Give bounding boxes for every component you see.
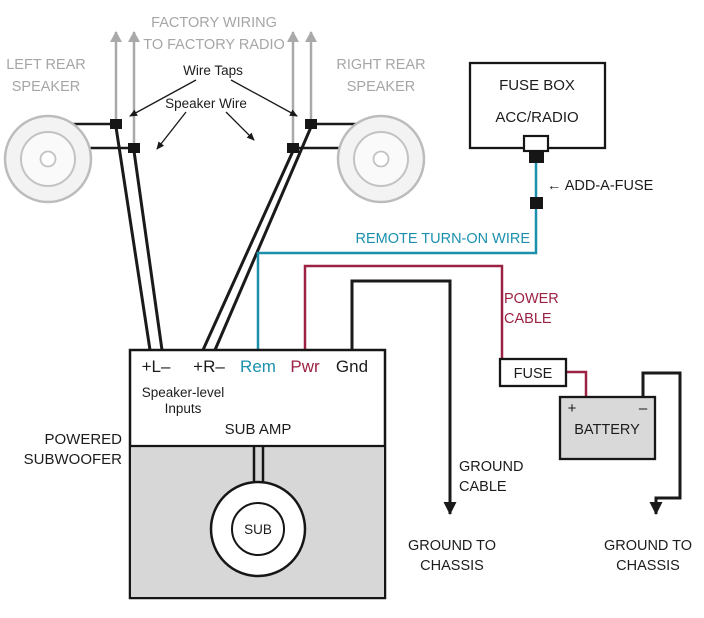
powered-subwoofer-label-line2: SUBWOOFER: [24, 451, 123, 468]
speaker-wire-pointer-right: [225, 111, 255, 141]
wire-taps-pointer-left: [129, 79, 197, 117]
wire-tap: [128, 143, 140, 153]
terminal-left: +L–: [142, 357, 171, 376]
power-cable-fuse-to-battery: [566, 370, 588, 399]
right-speaker-label-line2: SPEAKER: [347, 79, 416, 95]
speaker-wire-to-amp: [132, 150, 164, 351]
speaker-wire-to-amp: [114, 126, 152, 351]
speaker-wire-pointer-left: [156, 111, 187, 150]
sub-label: SUB: [244, 522, 272, 537]
power-cable-wire: [303, 264, 504, 362]
left-speaker-label-line2: SPEAKER: [12, 79, 81, 95]
speaker-wire-to-amp: [201, 150, 295, 351]
wire-tap: [287, 143, 299, 153]
ground-cable-wire: [350, 279, 457, 515]
battery-plus-terminal: +: [568, 400, 577, 417]
speaker-dustcap: [372, 150, 390, 168]
fuse-box-slot-label: ACC/RADIO: [495, 109, 578, 126]
fuse-box-title: FUSE BOX: [499, 77, 575, 94]
battery: + – BATTERY: [558, 395, 657, 461]
speaker-dustcap: [39, 150, 57, 168]
ground-to-chassis-left-line1: GROUND TO: [408, 538, 496, 554]
speaker-level-inputs-line1: Speaker-level: [142, 385, 225, 400]
inline-fuse: FUSE: [498, 357, 568, 388]
battery-label: BATTERY: [574, 422, 640, 438]
ground-cable-label-line2: CABLE: [459, 479, 507, 495]
terminal-rem: Rem: [240, 357, 276, 376]
terminal-right: +R–: [193, 357, 225, 376]
right-rear-speaker: [336, 114, 426, 204]
add-a-fuse-connector: [529, 150, 544, 163]
wire-taps-pointer-right: [230, 79, 298, 117]
factory-wiring-arrows: [110, 31, 317, 143]
wire-tap: [110, 119, 122, 129]
wire-tap: [305, 119, 317, 129]
power-cable-label-line2: CABLE: [504, 311, 552, 327]
speaker-level-inputs-line2: Inputs: [165, 401, 202, 416]
ground-to-chassis-left-line2: CHASSIS: [420, 558, 484, 574]
power-cable-label-line1: POWER: [504, 291, 559, 307]
acc-radio-slot: [522, 134, 550, 153]
battery-ground-wire: [641, 371, 682, 515]
speaker-wire-label: Speaker Wire: [165, 96, 247, 111]
terminal-gnd: Gnd: [336, 357, 368, 376]
fuse-box-outline: [468, 61, 607, 150]
powered-subwoofer-label-line1: POWERED: [44, 431, 122, 448]
speaker-wire-to-amp: [213, 126, 313, 351]
right-speaker-label-line1: RIGHT REAR: [336, 57, 425, 73]
powered-subwoofer: +L– +R– Rem Pwr Gnd Speaker-level Inputs…: [128, 348, 387, 600]
battery-minus-terminal: –: [639, 400, 648, 417]
add-a-fuse-body: [530, 197, 543, 209]
ground-to-chassis-right-line1: GROUND TO: [604, 538, 692, 554]
remote-turn-on-label: REMOTE TURN-ON WIRE: [355, 231, 530, 247]
terminal-pwr: Pwr: [290, 357, 320, 376]
wire-taps: [110, 119, 317, 153]
left-rear-speaker: [3, 114, 93, 204]
speaker-wires: [73, 122, 356, 351]
battery-outline: [558, 395, 657, 461]
factory-wiring-label-line1: FACTORY WIRING: [151, 15, 277, 31]
add-a-fuse-label: ← ADD-A-FUSE: [547, 178, 654, 194]
factory-wiring-label-line2: TO FACTORY RADIO: [143, 37, 285, 53]
left-speaker-label-line1: LEFT REAR: [6, 57, 86, 73]
fuse-outline: [498, 357, 568, 388]
wire-taps-label: Wire Taps: [183, 63, 243, 78]
ground-to-chassis-right-line2: CHASSIS: [616, 558, 680, 574]
sub-amp-label: SUB AMP: [225, 421, 292, 438]
fuse-box: FUSE BOX ACC/RADIO: [468, 61, 607, 209]
ground-cable-label-line1: GROUND: [459, 459, 523, 475]
fuse-label: FUSE: [514, 366, 553, 382]
sub-speaker-inner: [231, 502, 285, 556]
